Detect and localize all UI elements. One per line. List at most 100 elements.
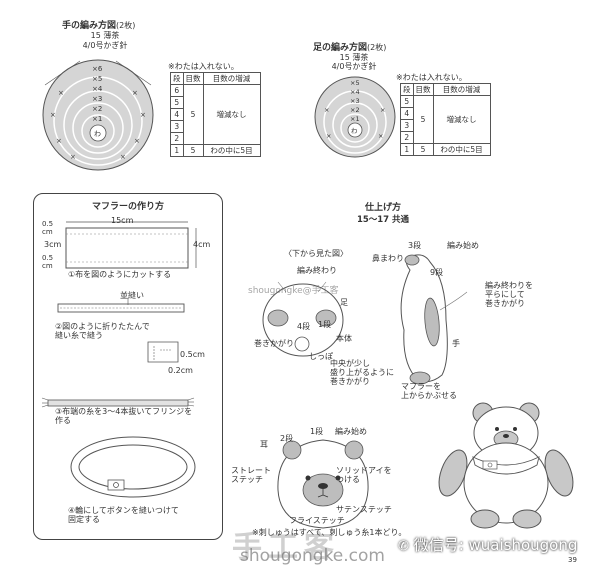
watermark-brand: 手工客 [232,530,340,565]
svg-text:×: × [70,153,76,161]
svg-text:×: × [134,137,140,145]
foot-ring-label: ×4 [350,88,360,96]
label-dan4: 4段 [297,322,311,331]
muffler-step2: ②図のように折りたたんで 縫い糸で縫う [55,322,150,341]
table-cell: 2 [170,132,184,145]
label-makikagari: 巻きかがり [254,339,294,348]
wechat-icon: ✆ [398,539,409,554]
table-cell: わの中に5目 [432,143,491,156]
foot-title: 足の編み方図(2枚) [313,43,387,53]
watermark-site: shougongke.com [240,546,385,566]
finish-title: 仕上げ方 [364,203,401,213]
bottom-view-illustration [262,281,344,357]
button-icon [487,462,493,468]
label-shippo: しっぽ [309,352,333,361]
table-cell: 3 [400,119,414,132]
hand-title: 手の編み方図(2枚) [62,21,136,31]
finish-subtitle: 15〜17 共通 [356,215,410,225]
foot-ring-label: わ [351,127,358,135]
svg-text:×: × [380,106,385,114]
table-header: 段 [170,72,184,85]
hand-ring-4 [63,90,133,160]
muffler-height: 4cm [193,240,211,249]
table-cell: 2 [400,131,414,144]
label-ashi: 足 [340,298,348,307]
foot-ring-4 [323,90,387,154]
label-te-note: 編み終わりを 平らにして 巻きかがり [485,281,533,309]
hand-ring-3 [72,102,124,154]
hand-ring-2 [81,114,115,148]
svg-text:×: × [326,132,331,140]
svg-text:×: × [120,153,126,161]
label-amihajime2: 編み始め [335,427,367,436]
label-dan2: 2段 [280,434,294,443]
face-illustration [277,439,369,529]
dim-label: 0.5 [42,254,54,262]
hand-color: 15 薄茶 [90,31,120,40]
muffler-step1: ①布を図のようにカットする [68,270,172,279]
table-header: 目数の増減 [432,83,491,96]
table-header: 目数の増減 [202,72,261,85]
eye-icon [335,475,341,481]
foot-ring-2 [340,113,370,143]
muffler-step3: ③布端の糸を3〜4本抜いてフリンジを 作る [55,407,193,426]
button-icon [113,482,119,488]
dim-label: 3cm [44,240,62,249]
foot-ring-label: ×3 [350,97,360,105]
table-cell: 3 [170,120,184,133]
watermark-wechat: ✆ 微信号: wuaishougong [398,536,578,554]
label-satin: サテンステッチ [336,505,392,514]
foot-ring-label: ×5 [350,79,360,87]
foot-ring-center [347,122,363,138]
front-bear-illustration [438,402,574,529]
dim-label: cm [42,262,53,270]
label-dan1b: 1段 [310,427,324,436]
label-dan3: 3段 [408,241,422,250]
svg-text:×: × [56,137,62,145]
label-amiowari: 編み終わり [297,266,337,275]
table-cell: 5 [182,84,204,145]
label-dan1: 1段 [318,320,332,329]
label-fly: フライステッチ [289,516,345,525]
table-cell: 4 [400,107,414,120]
foot-ring-label: ×1 [350,115,360,123]
muffler-diagram [41,221,197,498]
muffler-width: 15cm [111,216,134,225]
svg-text:×: × [58,89,64,97]
muffler-panel [33,193,223,540]
table-header: 目数 [412,83,434,96]
foot-note: ※わたは入れない。 [396,73,467,82]
table-cell: 4 [170,108,184,121]
bottom-view-label: 〈下から見た図〉 [284,249,348,258]
foot-chart: ×5 ×4 ×3 ×2 ×1 わ ×× ×× [314,76,396,158]
table-cell: 6 [170,84,184,97]
hand-ring-label: ×5 [92,75,102,83]
table-cell: 5 [412,143,434,156]
detail-d1: 0.5cm [180,350,205,359]
table-cell: 増減なし [202,84,261,145]
nose-icon [318,483,328,489]
side-view-illustration [400,254,468,385]
fabric-rect [65,227,189,269]
embroidery-note: ※刺しゅうはすべて、刺しゅう糸1本どり。 [252,528,407,537]
label-amihajime: 編み始め [447,241,479,250]
label-te: 手 [452,339,460,348]
label-hontai: 本体 [336,334,352,343]
svg-text:×: × [378,132,383,140]
foot-hook: 4/0号かぎ針 [331,62,377,71]
hand-ring-label: ×1 [92,115,102,123]
foot-color: 15 薄茶 [339,53,369,62]
page-number: 39 [568,556,577,564]
foot-ring-5 [314,76,396,158]
muffler-title: マフラーの作り方 [91,202,164,212]
watermark-center: shougongke@手工客 [248,286,339,296]
table-cell: 5 [182,144,204,157]
detail-d2: 0.2cm [168,366,193,375]
hand-note: ※わたは入れない。 [168,62,239,71]
eye-icon [305,475,311,481]
hand-ring-label: ×2 [92,105,102,113]
table-cell: 1 [400,143,414,156]
label-muffler-note: マフラーを 上からかぶせる [401,382,457,401]
hand-ring-label: ×6 [92,65,103,73]
